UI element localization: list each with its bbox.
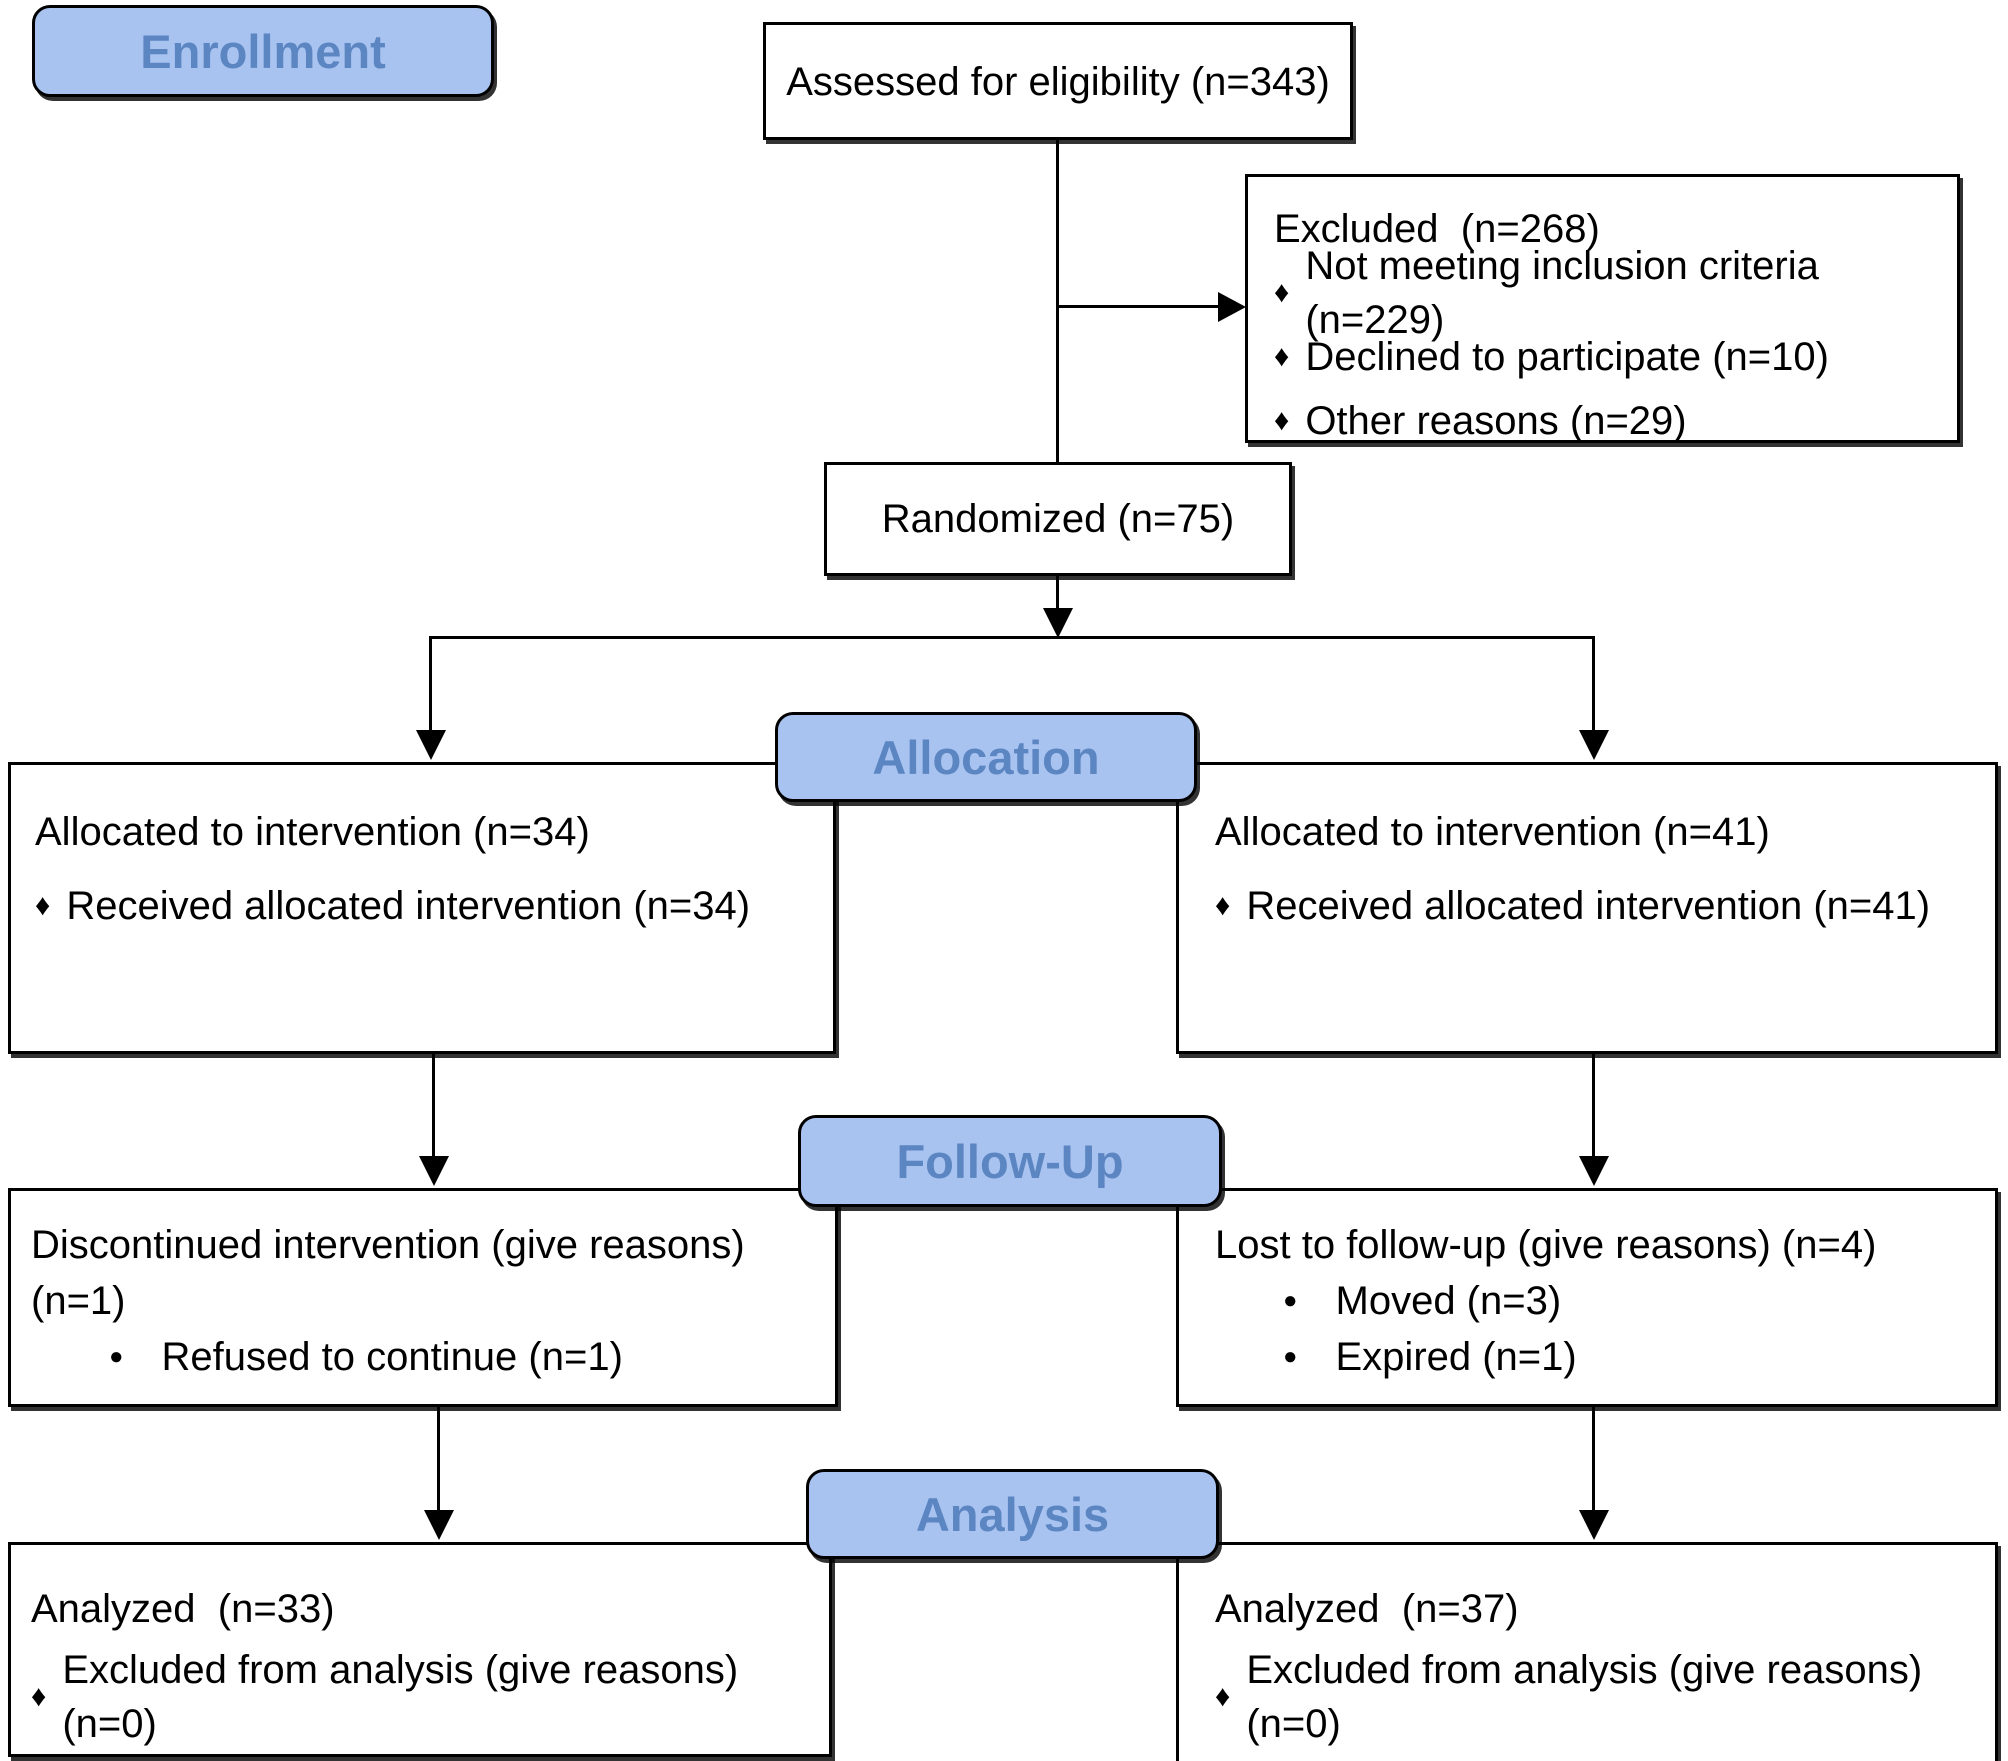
allocated-left-item: ♦ Received allocated intervention (n=34) bbox=[35, 869, 823, 943]
randomized-text: Randomized (n=75) bbox=[881, 497, 1235, 541]
round-bullet-icon: ● bbox=[109, 1342, 124, 1370]
box-analyzed-right: Analyzed (n=37) ♦ Excluded from analysis… bbox=[1176, 1542, 1998, 1761]
allocated-right-title: Allocated to intervention (n=41) bbox=[1215, 810, 1770, 854]
analyzed-right-title: Analyzed (n=37) bbox=[1215, 1587, 1519, 1631]
discontinued-title: Discontinued intervention (give reasons)… bbox=[31, 1223, 745, 1323]
diamond-bullet-icon: ♦ bbox=[35, 888, 51, 922]
analyzed-left-title: Analyzed (n=33) bbox=[31, 1587, 335, 1631]
box-discontinued: Discontinued intervention (give reasons)… bbox=[8, 1188, 838, 1407]
discontinued-item-text: Refused to continue (n=1) bbox=[161, 1335, 623, 1379]
analyzed-right-item: ♦ Excluded from analysis (give reasons) … bbox=[1215, 1648, 1985, 1746]
branch-left-vline bbox=[429, 636, 432, 732]
box-analyzed-left: Analyzed (n=33) ♦ Excluded from analysis… bbox=[8, 1542, 832, 1757]
arrowhead-followup-left bbox=[419, 1156, 449, 1186]
allocated-left-title: Allocated to intervention (n=34) bbox=[35, 810, 590, 854]
arrowhead-analysis-left bbox=[424, 1510, 454, 1540]
round-bullet-icon: ● bbox=[1283, 1342, 1298, 1370]
connector-alloc-to-followup-right bbox=[1592, 1054, 1595, 1158]
lost-item-text: Expired (n=1) bbox=[1335, 1335, 1577, 1379]
connector-assessed-to-randomized bbox=[1056, 140, 1059, 464]
excluded-title: Excluded (n=268) bbox=[1274, 207, 1600, 251]
box-lost-to-follow-up: Lost to follow-up (give reasons) (n=4) ●… bbox=[1176, 1188, 1998, 1407]
connector-alloc-to-followup-left bbox=[432, 1054, 435, 1158]
diamond-bullet-icon: ♦ bbox=[1274, 403, 1290, 437]
arrowhead-alloc-right bbox=[1579, 730, 1609, 760]
stage-label-enrollment: Enrollment bbox=[32, 5, 494, 97]
diamond-bullet-icon: ♦ bbox=[1215, 888, 1231, 922]
diamond-bullet-icon: ♦ bbox=[1274, 339, 1290, 373]
stage-label-follow-up-text: Follow-Up bbox=[896, 1134, 1124, 1188]
arrowhead-branch bbox=[1043, 608, 1073, 638]
allocated-left-item-text: Received allocated intervention (n=34) bbox=[66, 884, 751, 928]
connector-randomized-to-branch bbox=[1056, 576, 1059, 612]
allocated-right-item-text: Received allocated intervention (n=41) bbox=[1246, 884, 1931, 928]
lost-item: ● Expired (n=1) bbox=[1215, 1329, 1985, 1385]
box-assessed-for-eligibility: Assessed for eligibility (n=343) bbox=[763, 22, 1353, 140]
arrowhead-analysis-right bbox=[1579, 1510, 1609, 1540]
stage-label-enrollment-text: Enrollment bbox=[140, 24, 386, 78]
diamond-bullet-icon: ♦ bbox=[31, 1679, 47, 1713]
allocated-right-item: ♦ Received allocated intervention (n=41) bbox=[1215, 869, 1985, 943]
excluded-item-text: Other reasons (n=29) bbox=[1305, 399, 1687, 443]
stage-label-analysis-text: Analysis bbox=[915, 1487, 1110, 1541]
box-allocated-left: Allocated to intervention (n=34) ♦ Recei… bbox=[8, 762, 836, 1054]
excluded-item: ♦ Not meeting inclusion criteria (n=229) bbox=[1274, 244, 1937, 342]
box-excluded: Excluded (n=268) ♦ Not meeting inclusion… bbox=[1245, 174, 1960, 443]
stage-label-allocation-text: Allocation bbox=[872, 730, 1100, 784]
round-bullet-icon: ● bbox=[1283, 1286, 1298, 1314]
diamond-bullet-icon: ♦ bbox=[1215, 1679, 1231, 1713]
excluded-item-text: Declined to participate (n=10) bbox=[1305, 335, 1829, 379]
box-randomized: Randomized (n=75) bbox=[824, 462, 1292, 576]
arrowhead-excluded bbox=[1218, 292, 1246, 322]
box-allocated-right: Allocated to intervention (n=41) ♦ Recei… bbox=[1176, 762, 1998, 1054]
analyzed-left-item-text: Excluded from analysis (give reasons) (n… bbox=[62, 1648, 739, 1746]
lost-item: ● Moved (n=3) bbox=[1215, 1273, 1985, 1329]
branch-right-vline bbox=[1592, 636, 1595, 732]
lost-title: Lost to follow-up (give reasons) (n=4) bbox=[1215, 1223, 1877, 1267]
stage-label-follow-up: Follow-Up bbox=[798, 1115, 1222, 1207]
stage-label-analysis: Analysis bbox=[806, 1469, 1219, 1559]
discontinued-item: ● Refused to continue (n=1) bbox=[31, 1329, 825, 1385]
stage-label-allocation: Allocation bbox=[775, 712, 1197, 802]
excluded-item: ♦ Declined to participate (n=10) bbox=[1274, 325, 1937, 389]
excluded-item: ♦ Other reasons (n=29) bbox=[1274, 389, 1937, 453]
excluded-item-text: Not meeting inclusion criteria (n=229) bbox=[1305, 244, 1819, 342]
connector-to-excluded bbox=[1056, 305, 1222, 308]
arrowhead-alloc-left bbox=[416, 730, 446, 760]
assessed-text: Assessed for eligibility (n=343) bbox=[786, 60, 1330, 104]
analyzed-left-item: ♦ Excluded from analysis (give reasons) … bbox=[31, 1648, 819, 1746]
arrowhead-followup-right bbox=[1579, 1156, 1609, 1186]
analyzed-right-item-text: Excluded from analysis (give reasons) (n… bbox=[1246, 1648, 1923, 1746]
branch-line bbox=[429, 636, 1595, 639]
lost-item-text: Moved (n=3) bbox=[1335, 1279, 1562, 1323]
connector-followup-to-analysis-left bbox=[437, 1407, 440, 1511]
diamond-bullet-icon: ♦ bbox=[1274, 275, 1290, 309]
connector-followup-to-analysis-right bbox=[1592, 1407, 1595, 1511]
